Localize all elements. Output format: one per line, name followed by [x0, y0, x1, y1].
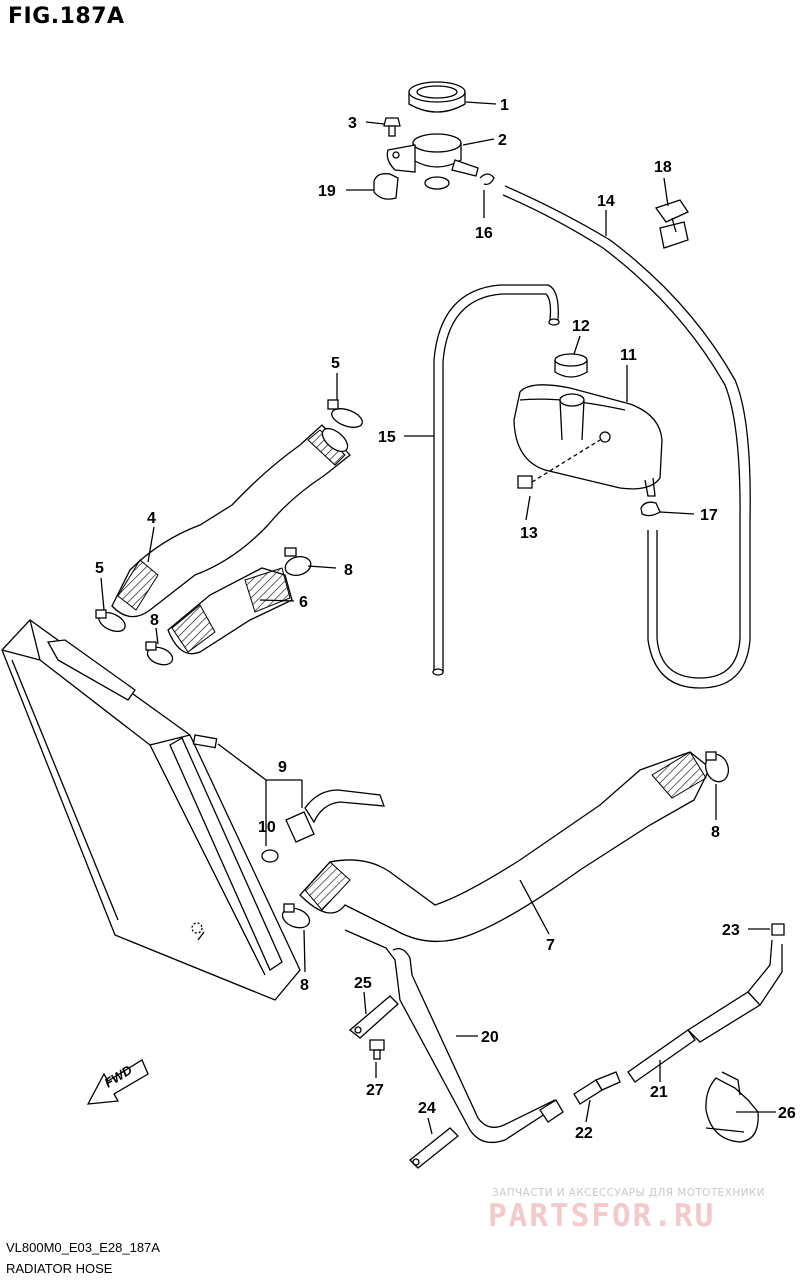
radiator-cap	[408, 81, 466, 113]
callout-20: 20	[481, 1029, 499, 1046]
callout-9: 9	[278, 759, 287, 776]
callout-18: 18	[654, 159, 672, 176]
clip-18	[654, 199, 689, 249]
bracket-24	[409, 1127, 459, 1169]
radiator	[1, 619, 301, 1001]
callout-1: 1	[500, 97, 509, 114]
thermo-switch	[285, 789, 385, 843]
hose-7	[299, 751, 711, 943]
figure-model-code: VL800M0_E03_E28_187A	[6, 1240, 160, 1255]
callout-11: 11	[620, 347, 637, 364]
filler-neck	[386, 133, 479, 190]
callout-5-lower: 5	[95, 560, 104, 577]
gasket-10	[261, 849, 279, 863]
clamp-8-b	[145, 641, 174, 666]
bracket-25	[348, 995, 399, 1039]
callout-3: 3	[348, 115, 357, 132]
figure-name: RADIATOR HOSE	[6, 1261, 113, 1276]
clamp-23	[771, 923, 785, 936]
bolt-3	[383, 117, 401, 137]
bolt-13	[517, 439, 601, 489]
callout-22: 22	[575, 1125, 593, 1142]
reservoir-cap	[554, 353, 588, 378]
callout-8-a: 8	[344, 562, 353, 579]
callout-6: 6	[299, 594, 308, 611]
clamp-8-c	[704, 751, 730, 783]
hose-20	[344, 929, 564, 1144]
clamp-8-a	[284, 547, 312, 576]
callout-25: 25	[354, 975, 372, 992]
callout-4: 4	[147, 510, 156, 527]
callout-26: 26	[778, 1105, 796, 1122]
hose-15	[432, 284, 560, 676]
callout-23: 23	[722, 922, 740, 939]
forward-direction-arrow: FWD	[86, 1059, 149, 1105]
bolt-27	[369, 1039, 385, 1060]
clamp-19	[373, 173, 399, 200]
leader-lines	[100, 101, 776, 1135]
callout-labels: 1 2 3 19 16 18 14 12 11 15 13 17 5 4 5 8…	[95, 97, 796, 1142]
reservoir-tank	[513, 384, 663, 497]
callout-8-d: 8	[300, 977, 309, 994]
figure-title: FIG.187A	[8, 4, 125, 29]
hose-4	[111, 424, 351, 618]
pipe-21	[627, 939, 783, 1083]
hose-14	[502, 185, 751, 689]
callout-8-c: 8	[711, 824, 720, 841]
callout-24: 24	[418, 1100, 436, 1117]
clamp-8-d	[281, 903, 311, 929]
clamp-5-upper	[327, 399, 363, 428]
callout-5-upper: 5	[331, 355, 340, 372]
callout-15: 15	[378, 429, 396, 446]
callout-13: 13	[520, 525, 538, 542]
callout-19: 19	[318, 183, 336, 200]
callout-16: 16	[475, 225, 493, 242]
callout-7: 7	[546, 937, 555, 954]
callout-27: 27	[366, 1082, 384, 1099]
clamp-17	[640, 501, 661, 517]
watermark-logo: PARTSFOR.RU	[488, 1198, 716, 1234]
callout-10: 10	[258, 819, 276, 836]
callout-17: 17	[700, 507, 718, 524]
callout-12: 12	[572, 318, 590, 335]
callout-14: 14	[597, 193, 615, 210]
clip-26	[705, 1071, 759, 1143]
callout-2: 2	[498, 132, 507, 149]
hose-6	[167, 567, 293, 655]
clamp-16	[479, 173, 495, 186]
clamp-5-lower	[95, 609, 126, 633]
callout-21: 21	[650, 1084, 668, 1101]
callout-8-b: 8	[150, 612, 159, 629]
joint-22	[573, 1071, 621, 1105]
watermark-subtitle: ЗАПЧАСТИ И АКСЕССУАРЫ ДЛЯ МОТОТЕХНИКИ	[492, 1187, 765, 1199]
